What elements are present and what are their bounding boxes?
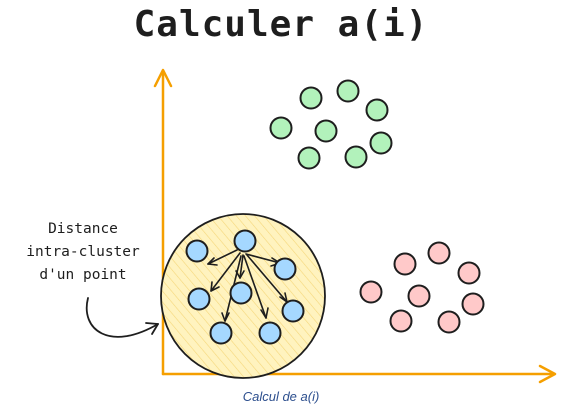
pink-point bbox=[407, 284, 431, 308]
pink-point bbox=[359, 280, 383, 304]
blue-point bbox=[273, 257, 297, 281]
diagram-canvas: Calculer a(i) bbox=[14, 4, 557, 384]
blue-point bbox=[209, 321, 233, 345]
green-point bbox=[344, 145, 368, 169]
distance-arrow bbox=[210, 252, 241, 292]
blue-point bbox=[185, 239, 209, 263]
cluster-blue bbox=[185, 229, 305, 345]
blue-point bbox=[258, 321, 282, 345]
blue-point bbox=[187, 287, 211, 311]
cluster-green bbox=[269, 79, 393, 170]
distance-arrow bbox=[243, 255, 269, 319]
green-point bbox=[336, 79, 360, 103]
green-point bbox=[299, 86, 323, 110]
blue-point bbox=[229, 281, 253, 305]
pink-point bbox=[389, 309, 413, 333]
figure-caption: Calcul de a(i) bbox=[242, 389, 320, 404]
y-axis-arrowhead bbox=[153, 68, 173, 88]
distance-arrow bbox=[207, 249, 238, 266]
pink-point bbox=[393, 252, 417, 276]
pink-point bbox=[461, 292, 485, 316]
annotation-line: intra-cluster bbox=[26, 244, 140, 260]
green-point bbox=[314, 119, 338, 143]
blue-reference-point bbox=[233, 229, 257, 253]
distance-arrows bbox=[207, 249, 288, 322]
diagram-svg bbox=[85, 68, 557, 384]
annotation-arrow bbox=[85, 297, 159, 338]
green-point bbox=[365, 98, 389, 122]
pink-point bbox=[427, 241, 451, 265]
blue-point bbox=[281, 299, 305, 323]
annotation-text: Distance intra-cluster d'un point bbox=[14, 218, 152, 287]
green-point bbox=[269, 116, 293, 140]
annotation-line: d'un point bbox=[39, 267, 127, 283]
pink-point bbox=[457, 261, 481, 285]
cluster-pink bbox=[359, 241, 485, 334]
diagram-title: Calculer a(i) bbox=[133, 4, 429, 45]
green-point bbox=[369, 131, 393, 155]
x-axis-arrowhead bbox=[538, 364, 557, 384]
pink-point bbox=[437, 310, 461, 334]
annotation-line: Distance bbox=[48, 221, 118, 237]
green-point bbox=[297, 146, 321, 170]
